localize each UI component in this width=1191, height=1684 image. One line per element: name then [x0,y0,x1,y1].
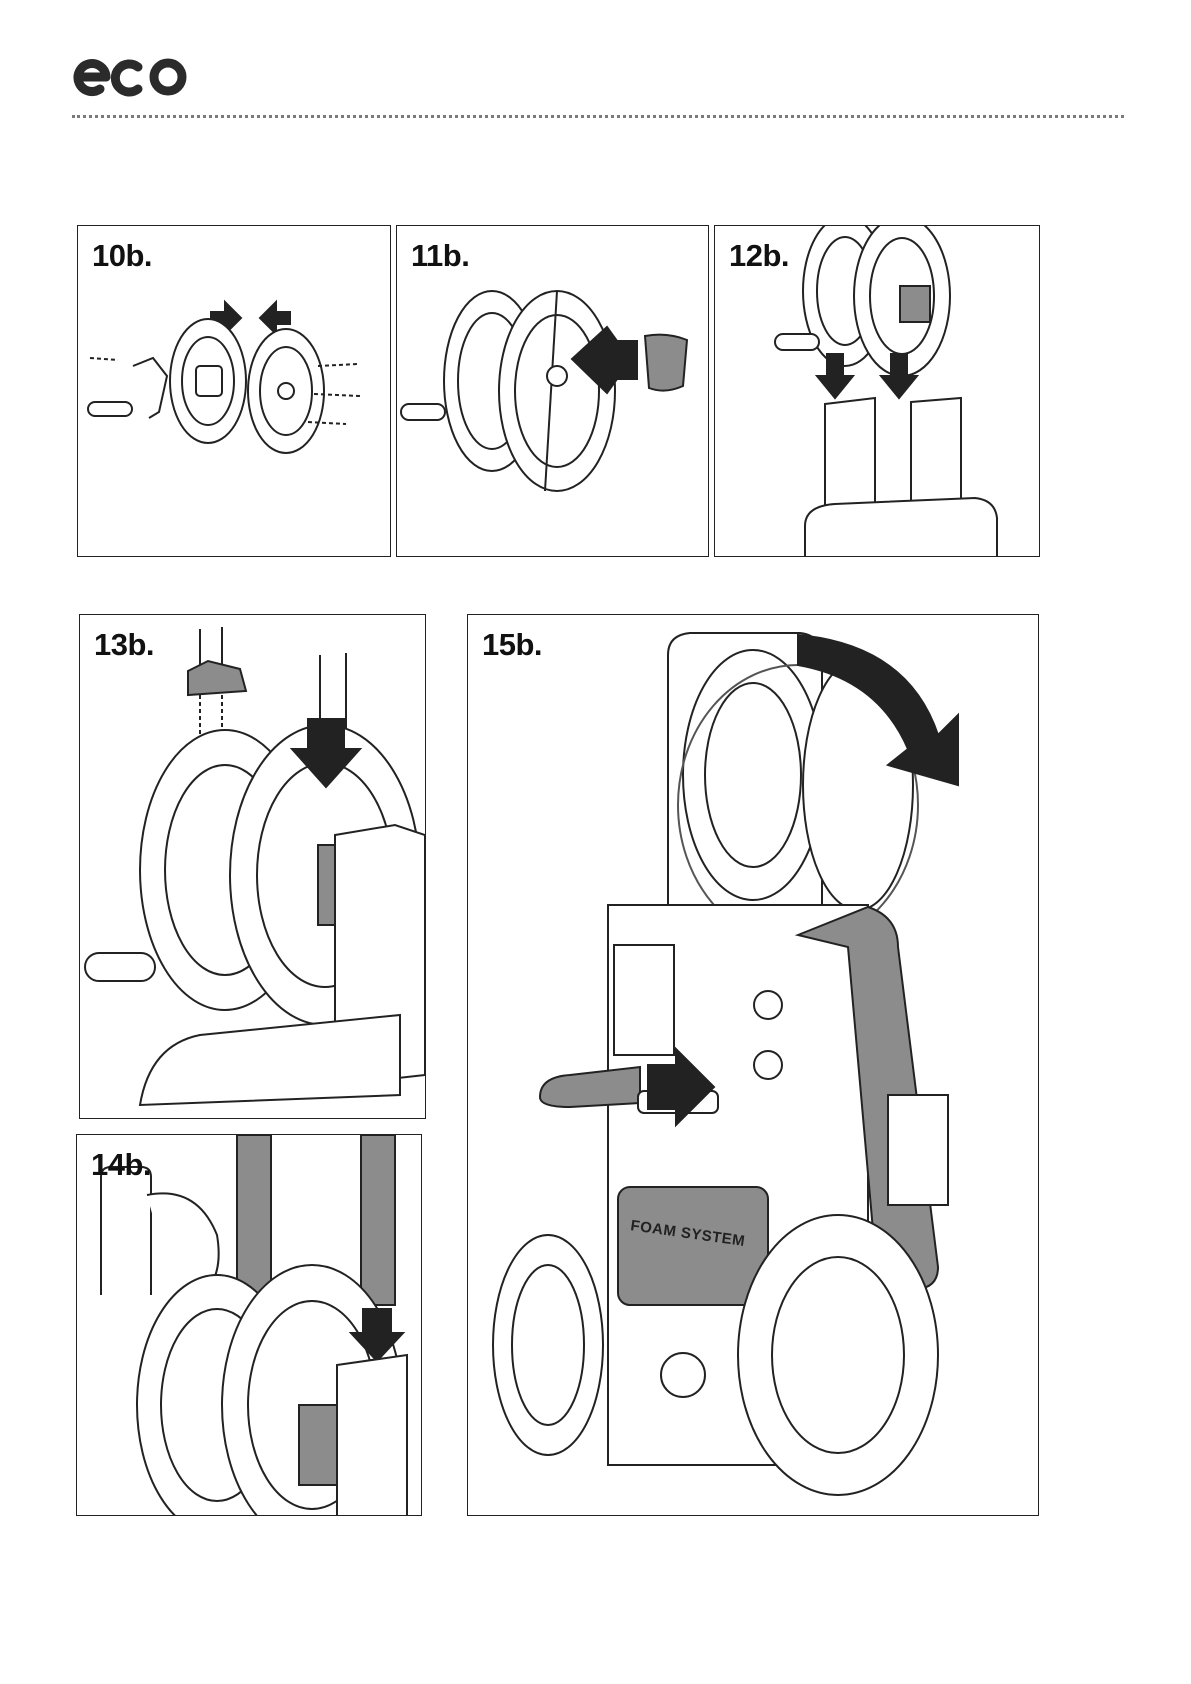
step-panel-14b: 14b. [76,1134,422,1516]
step-label: 13b. [94,627,154,663]
eco-logo: eco [72,52,190,102]
step-panel-13b: 13b. [79,614,426,1119]
reel-mount-on-frame-illustration [715,226,1040,557]
step-panel-11b: 11b. [396,225,709,557]
header-divider [72,115,1124,118]
logo-text: eco [72,52,74,53]
step-panel-12b: 12b. [714,225,1040,557]
step-label: 11b. [411,238,469,274]
step-label: 12b. [729,238,789,274]
step-panel-15b: 15b. FOAM SYSTEM [467,614,1039,1516]
reel-cover-screws-illustration [80,615,426,1119]
pressure-washer-assembled-illustration: FOAM SYSTEM [468,615,1039,1516]
step-label: 14b. [91,1147,151,1183]
step-label: 15b. [482,627,542,663]
step-panel-10b: 10b. [77,225,391,557]
step-label: 10b. [92,238,152,274]
reel-cover-insert-illustration [397,226,709,557]
handle-insert-illustration [77,1135,422,1516]
reel-halves-assembly-illustration [78,226,391,557]
